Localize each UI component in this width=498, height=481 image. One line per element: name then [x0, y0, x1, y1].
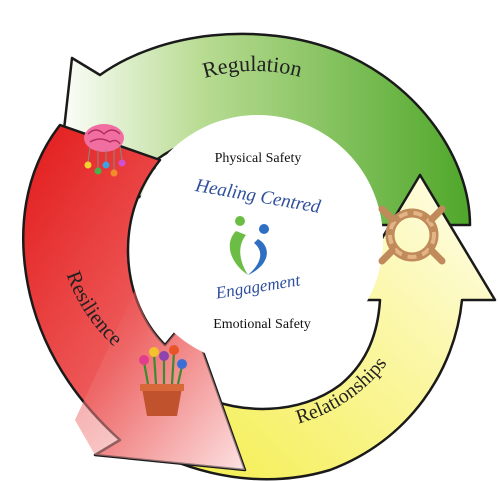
joined-hands-circle-icon	[378, 205, 446, 265]
resilience-arrow	[22, 123, 247, 472]
flower-pot-icon	[139, 345, 187, 416]
physical-safety-label: Physical Safety	[215, 151, 302, 166]
brain-lightbulbs-icon	[84, 124, 126, 177]
emotional-safety-label: Emotional Safety	[213, 317, 311, 332]
relationships-arrow	[158, 173, 497, 481]
two-people-heart-logo-icon	[229, 216, 269, 275]
